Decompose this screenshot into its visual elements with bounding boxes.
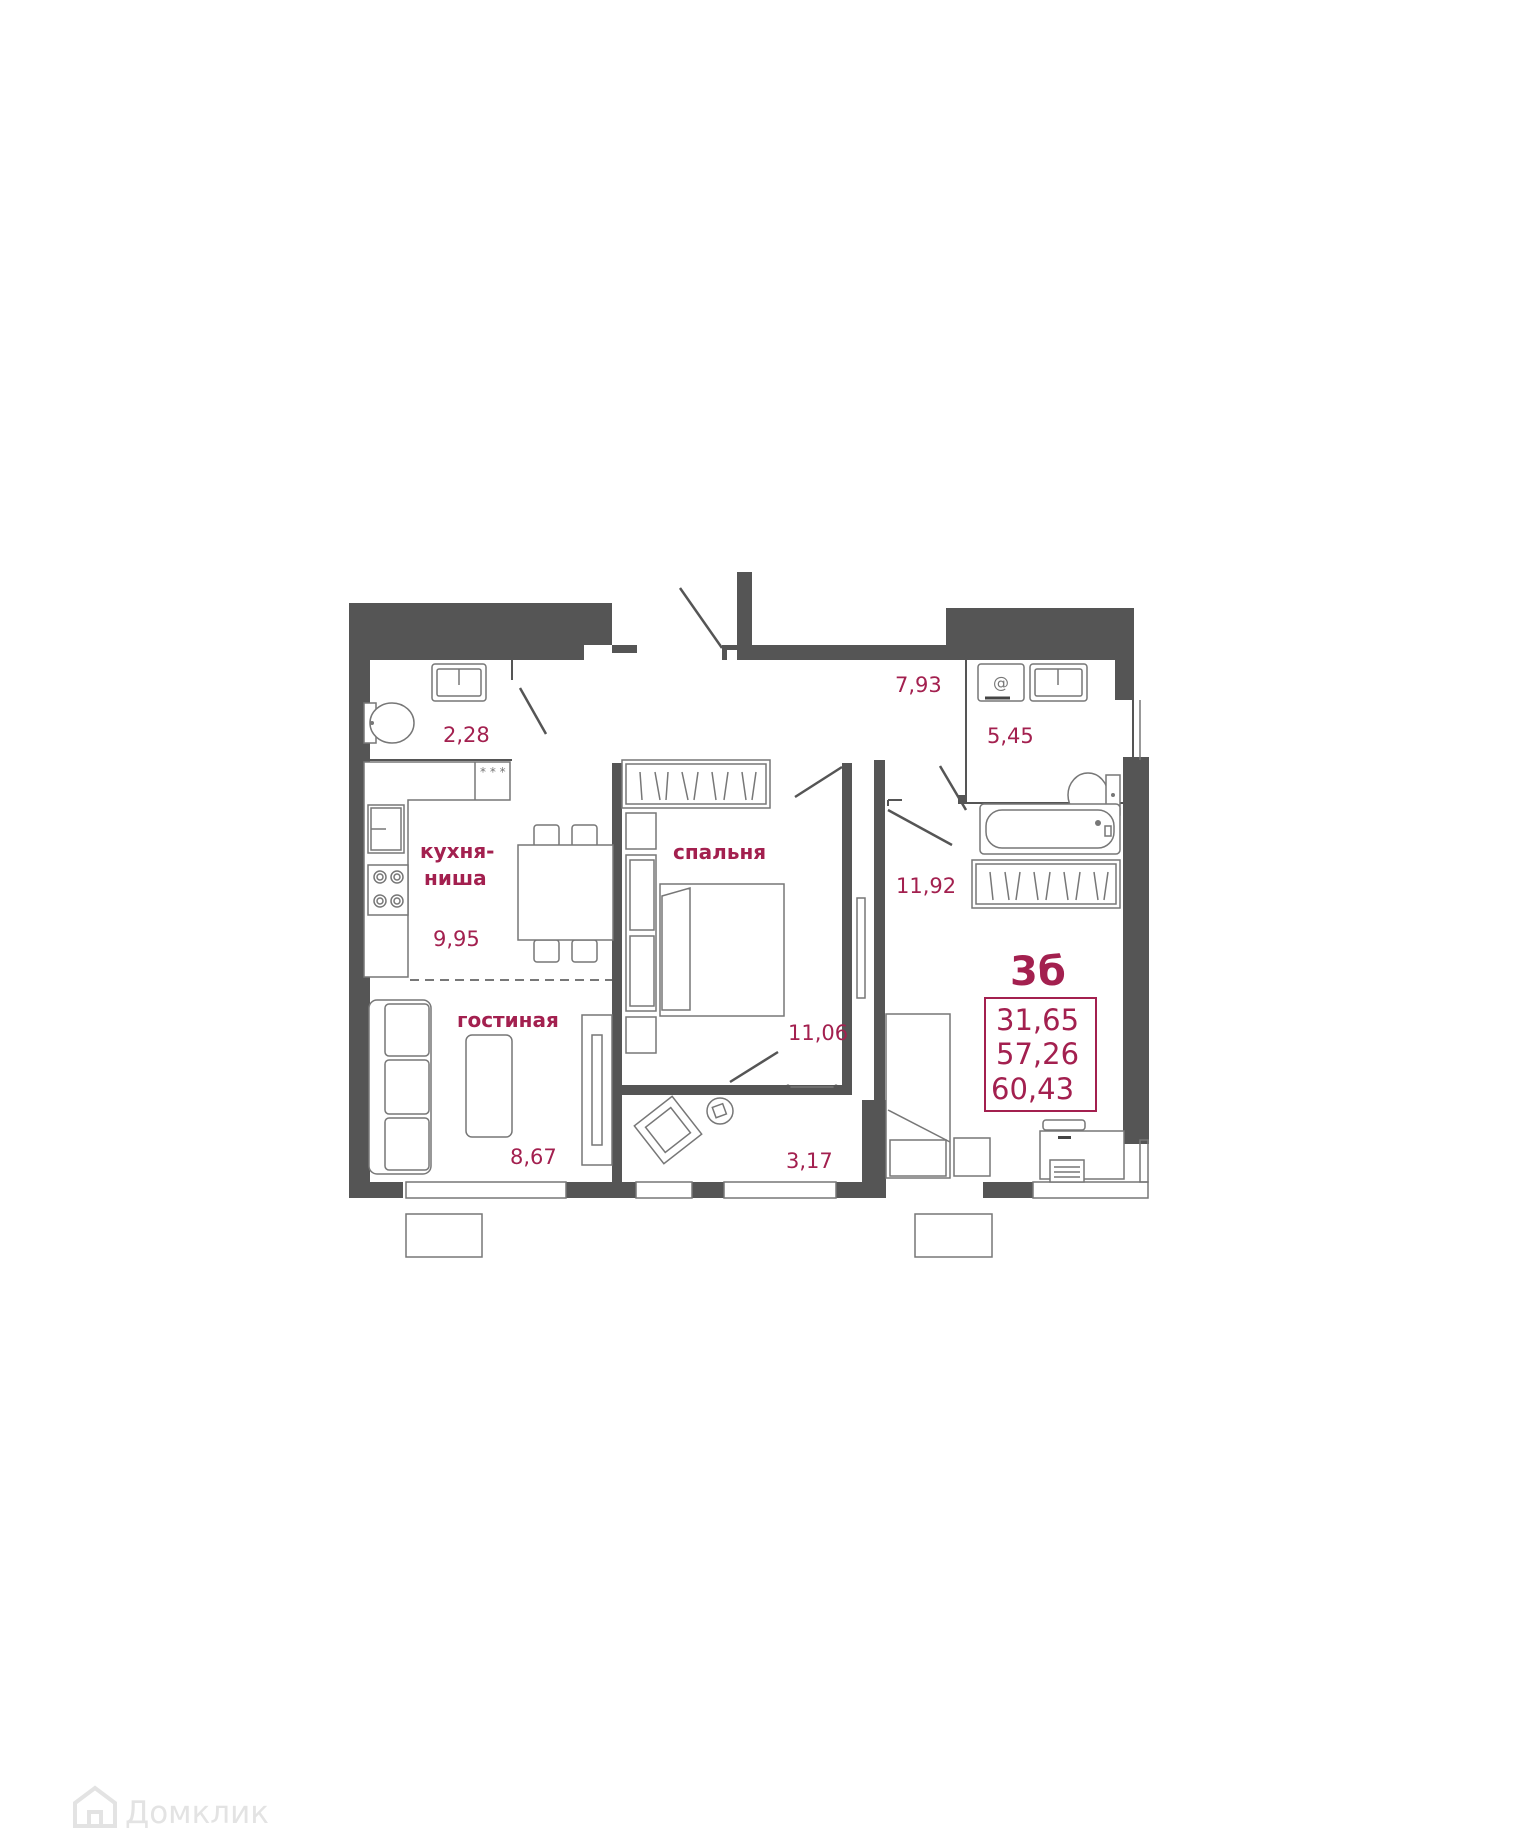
coffee-table-icon bbox=[465, 1034, 513, 1138]
unit-type: 3б bbox=[1010, 949, 1066, 995]
svg-text:@: @ bbox=[993, 673, 1009, 692]
area-room-right: 11,92 bbox=[896, 874, 956, 898]
wardrobe-icon bbox=[971, 859, 1121, 909]
house-icon bbox=[73, 1785, 117, 1828]
room-right-door bbox=[887, 808, 953, 847]
mirror-icon bbox=[856, 897, 866, 999]
stove-icon bbox=[367, 864, 409, 916]
doors bbox=[518, 587, 968, 1090]
room-name-living: гостиная bbox=[457, 1008, 559, 1032]
bathroom-small-door bbox=[518, 687, 548, 735]
bedroom-door bbox=[794, 765, 843, 799]
area-loggia: 3,17 bbox=[786, 1149, 833, 1173]
single-bed-icon bbox=[885, 1013, 991, 1179]
watermark: Домклик bbox=[73, 1785, 269, 1831]
bathtub-icon bbox=[979, 803, 1121, 855]
walls bbox=[349, 572, 1149, 1198]
entrance-door bbox=[678, 587, 724, 649]
summary-area-total: 57,26 bbox=[996, 1037, 1079, 1071]
wardrobe-icon bbox=[621, 759, 771, 809]
watermark-text: Домклик bbox=[125, 1795, 269, 1831]
area-bathroom-large: 5,45 bbox=[987, 724, 1034, 748]
summary-box bbox=[984, 997, 1097, 1112]
partitions bbox=[362, 660, 1149, 1258]
area-bathroom-small: 2,28 bbox=[443, 723, 490, 747]
dining-table-icon bbox=[517, 824, 614, 963]
armchair-icon bbox=[633, 1095, 734, 1165]
summary-area-living: 31,65 bbox=[996, 1003, 1079, 1037]
tv-unit-icon bbox=[581, 1014, 613, 1166]
room-name-kitchen-line1: кухня- bbox=[420, 839, 494, 863]
loggia-door bbox=[729, 1050, 779, 1084]
svg-text:* * *: * * * bbox=[480, 765, 506, 779]
summary-area-full: 60,43 bbox=[991, 1072, 1074, 1106]
room-name-kitchen-line2: ниша bbox=[424, 866, 487, 890]
washing-machine-icon: @ bbox=[977, 663, 1025, 702]
bathroom-large-door bbox=[938, 765, 968, 811]
desk-icon bbox=[1039, 1119, 1125, 1183]
area-hallway: 7,93 bbox=[895, 673, 942, 697]
furniture: * * * bbox=[363, 663, 1125, 1183]
sofa-icon bbox=[368, 999, 432, 1175]
room-labels: 2,28 7,93 5,45 кухня- ниша 9,95 гостиная… bbox=[420, 673, 1097, 1173]
room-name-bedroom: спальня bbox=[673, 840, 766, 864]
toilet-icon bbox=[363, 702, 415, 744]
area-living: 8,67 bbox=[510, 1145, 557, 1169]
area-kitchen: 9,95 bbox=[433, 927, 480, 951]
bed-icon bbox=[625, 812, 785, 1054]
area-bedroom: 11,06 bbox=[788, 1021, 848, 1045]
